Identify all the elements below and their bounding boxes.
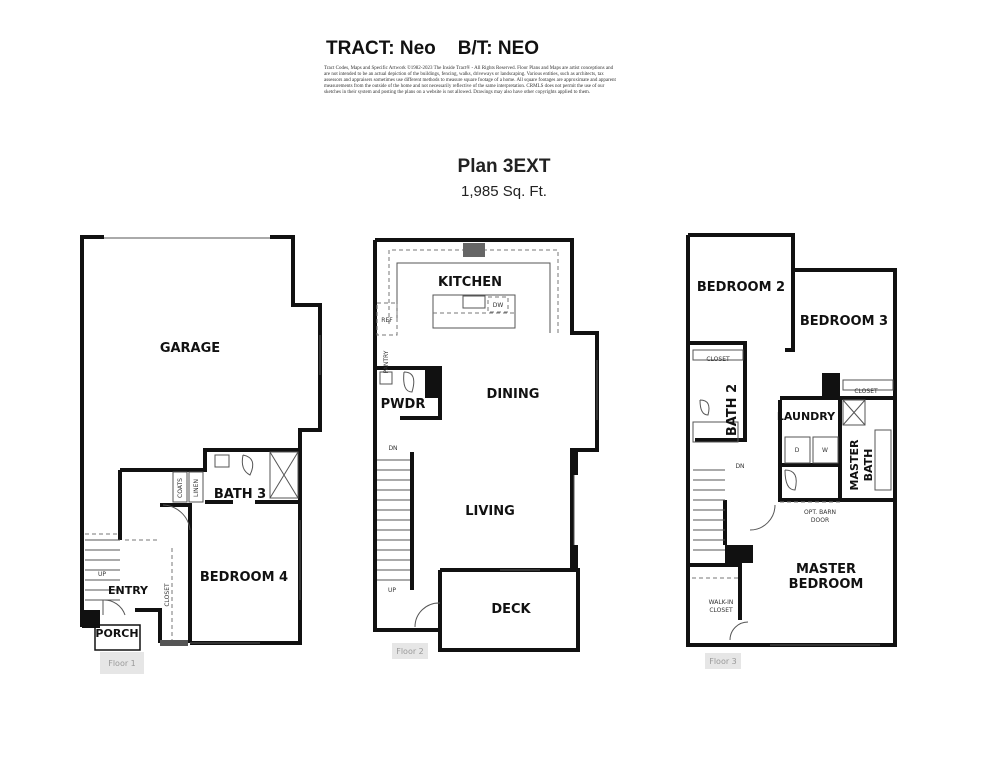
label-walk-in-line-2: CLOSET [709,607,733,614]
room-bedroom-4: BEDROOM 4 [200,570,288,585]
label-walk-in-line-1: WALK-IN [709,599,734,606]
tract-name: TRACT: Neo [326,38,436,59]
plan-name: Plan 3EXT [457,156,551,177]
label-washer: W [822,447,828,454]
plan-square-footage: 1,985 Sq. Ft. [461,183,547,200]
label-refrigerator: REF [381,317,393,324]
label-closet: CLOSET [164,583,171,607]
room-living: LIVING [465,504,515,519]
label-closet-bedroom-3: CLOSET [854,388,878,395]
room-powder: PWDR [381,397,426,412]
floor-3-plan: BEDROOM 2 BEDROOM 3 CLOSET CLOSET BATH 2… [686,233,897,669]
room-bath-2: BATH 2 [725,384,740,436]
room-master-bath-line-1: MASTER [848,439,861,490]
copyright-disclaimer: Tract Codes, Maps and Specific Artwork ©… [324,66,616,95]
label-dishwasher: DW [493,302,504,309]
room-master-bedroom-line-1: MASTER [796,562,856,577]
room-dining: DINING [487,387,540,402]
room-bedroom-3: BEDROOM 3 [800,314,888,329]
label-down: DN [388,445,397,452]
label-dryer: D [795,447,800,454]
room-porch: PORCH [95,627,138,640]
room-bath-3: BATH 3 [214,487,266,502]
label-coats: COATS [177,478,184,498]
room-kitchen: KITCHEN [438,275,502,290]
label-up: UP [388,587,396,594]
label-closet-bedroom-2: CLOSET [706,356,730,363]
label-linen: LINEN [193,479,200,497]
floor-1-plan: GARAGE BATH 3 BEDROOM 4 ENTRY PORCH COAT… [80,235,322,674]
room-deck: DECK [491,602,531,617]
label-pantry: PANTRY [383,350,390,373]
label-up: UP [98,571,106,578]
floor-3-tag: Floor 3 [709,657,737,666]
room-garage: GARAGE [160,341,220,356]
room-master-bedroom-line-2: BEDROOM [789,577,864,592]
bt-name: B/T: NEO [457,38,540,59]
floor-2-tag: Floor 2 [396,647,424,656]
floor-2-plan: KITCHEN DW REF PANTRY PWDR DINING LIVING… [373,238,599,659]
room-master-bath-line-2: BATH [862,449,875,482]
room-entry: ENTRY [108,584,149,597]
tract-header: TRACT: Neo B/T: NEO [326,38,561,60]
label-barn-door-line-1: OPT. BARN [804,509,836,516]
label-down: DN [735,463,744,470]
room-laundry: LAUNDRY [777,410,836,423]
label-barn-door-line-2: DOOR [811,517,829,524]
floor-1-tag: Floor 1 [108,659,136,668]
room-bedroom-2: BEDROOM 2 [697,280,785,295]
